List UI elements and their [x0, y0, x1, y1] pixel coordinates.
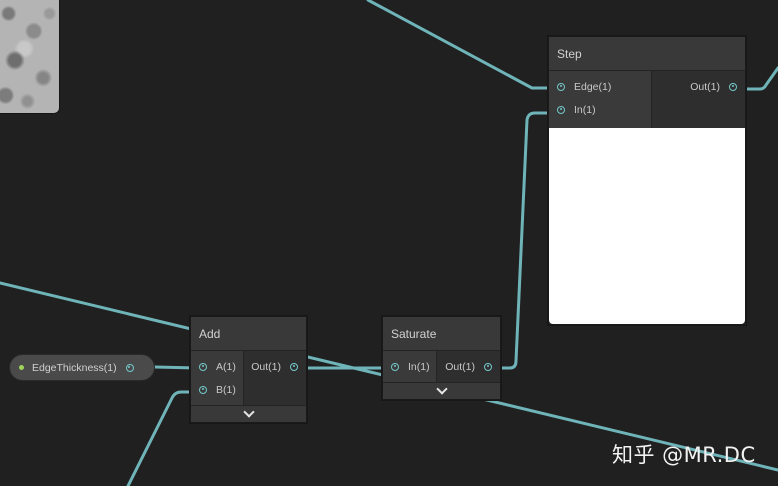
property-type-dot-icon [19, 365, 24, 370]
input-port-icon[interactable] [557, 105, 565, 114]
port-a[interactable]: A(1) [191, 355, 243, 378]
port-out[interactable]: Out(1) [652, 75, 745, 98]
port-out[interactable]: Out(1) [244, 355, 306, 378]
edge-to-add-b[interactable] [126, 390, 199, 486]
node-preview [549, 128, 745, 324]
property-node-edgethickness[interactable]: EdgeThickness(1) [9, 354, 155, 381]
node-add[interactable]: Add A(1) B(1) Out(1) [190, 316, 307, 423]
input-port-icon[interactable] [557, 82, 565, 91]
node-saturate[interactable]: Saturate In(1) Out(1) [382, 316, 501, 400]
node-step[interactable]: Step Edge(1) In(1) Out(1) [548, 36, 746, 325]
port-b[interactable]: B(1) [191, 378, 243, 401]
expand-button[interactable] [191, 405, 306, 422]
port-label: Out(1) [251, 360, 281, 373]
port-label: B(1) [216, 383, 236, 396]
port-label: Edge(1) [574, 80, 612, 93]
output-port-icon[interactable] [125, 363, 134, 372]
output-ports: Out(1) [243, 351, 306, 405]
port-in[interactable]: In(1) [549, 98, 651, 121]
node-title: Saturate [383, 317, 500, 351]
port-label: Out(1) [445, 360, 475, 373]
port-label: In(1) [408, 360, 430, 373]
port-label: In(1) [574, 103, 596, 116]
chevron-down-icon [435, 383, 448, 395]
port-in[interactable]: In(1) [383, 355, 436, 378]
output-ports: Out(1) [651, 71, 745, 128]
chevron-down-icon [242, 406, 255, 418]
input-port-icon[interactable] [199, 362, 207, 371]
output-port-icon[interactable] [290, 362, 298, 371]
edge-step-out[interactable] [736, 66, 778, 91]
port-label: Out(1) [690, 80, 720, 93]
port-edge[interactable]: Edge(1) [549, 75, 651, 98]
node-title: Step [549, 37, 745, 71]
input-port-icon[interactable] [391, 362, 399, 371]
output-port-icon[interactable] [729, 82, 737, 91]
property-label: EdgeThickness(1) [32, 361, 117, 374]
input-port-icon[interactable] [199, 385, 207, 394]
edge-to-step-edge[interactable] [366, 0, 554, 90]
edge-saturate-to-step-in[interactable] [490, 111, 557, 370]
watermark: 知乎 @MR.DC [612, 443, 756, 467]
texture-preview [0, 0, 59, 113]
port-label: A(1) [216, 360, 236, 373]
input-ports: Edge(1) In(1) [549, 71, 651, 128]
expand-button[interactable] [383, 382, 500, 399]
input-ports: In(1) [383, 351, 436, 382]
node-title: Add [191, 317, 306, 351]
input-ports: A(1) B(1) [191, 351, 243, 405]
output-port-icon[interactable] [484, 362, 492, 371]
port-out[interactable]: Out(1) [437, 355, 500, 378]
output-ports: Out(1) [436, 351, 500, 382]
